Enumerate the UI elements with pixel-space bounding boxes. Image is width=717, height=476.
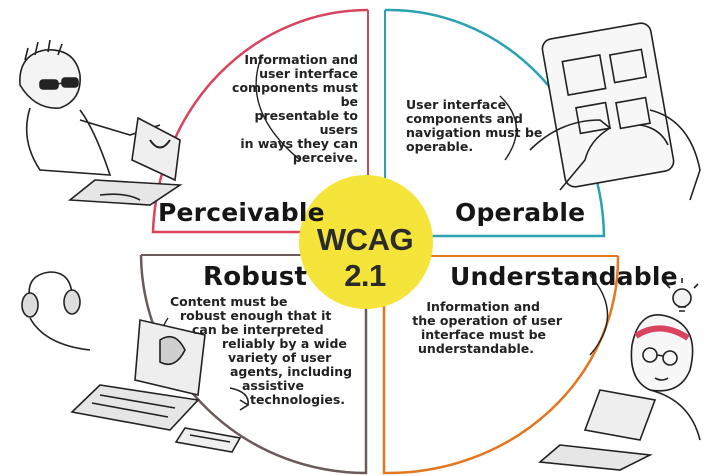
- center-circle: [299, 175, 433, 309]
- operable-description: User interface components and navigation…: [406, 97, 543, 154]
- understandable-description: Information and the operation of user in…: [412, 299, 562, 356]
- understandable-illustration: [538, 278, 701, 471]
- robust-heading: Robust: [203, 262, 308, 292]
- robust-description: Content must be robust enough that it ca…: [170, 294, 353, 407]
- bubble-tail-perceivable: [255, 54, 301, 161]
- robust-arc: [139, 254, 368, 475]
- understandable-arc: [382, 255, 620, 475]
- operable-arc: [384, 8, 606, 238]
- perceivable-illustration: [19, 39, 183, 206]
- bubble-tail-operable: [499, 95, 518, 161]
- robust-illustration: [21, 271, 250, 453]
- perceivable-heading: Perceivable: [158, 198, 325, 227]
- operable-illustration: [529, 22, 701, 201]
- center-label: WCAG 2.1: [316, 222, 414, 293]
- operable-heading: Operable: [455, 198, 586, 227]
- understandable-heading: Understandable: [450, 262, 678, 291]
- bubble-tail-understandable: [589, 274, 609, 356]
- perceivable-description: Information and user interface component…: [232, 52, 358, 165]
